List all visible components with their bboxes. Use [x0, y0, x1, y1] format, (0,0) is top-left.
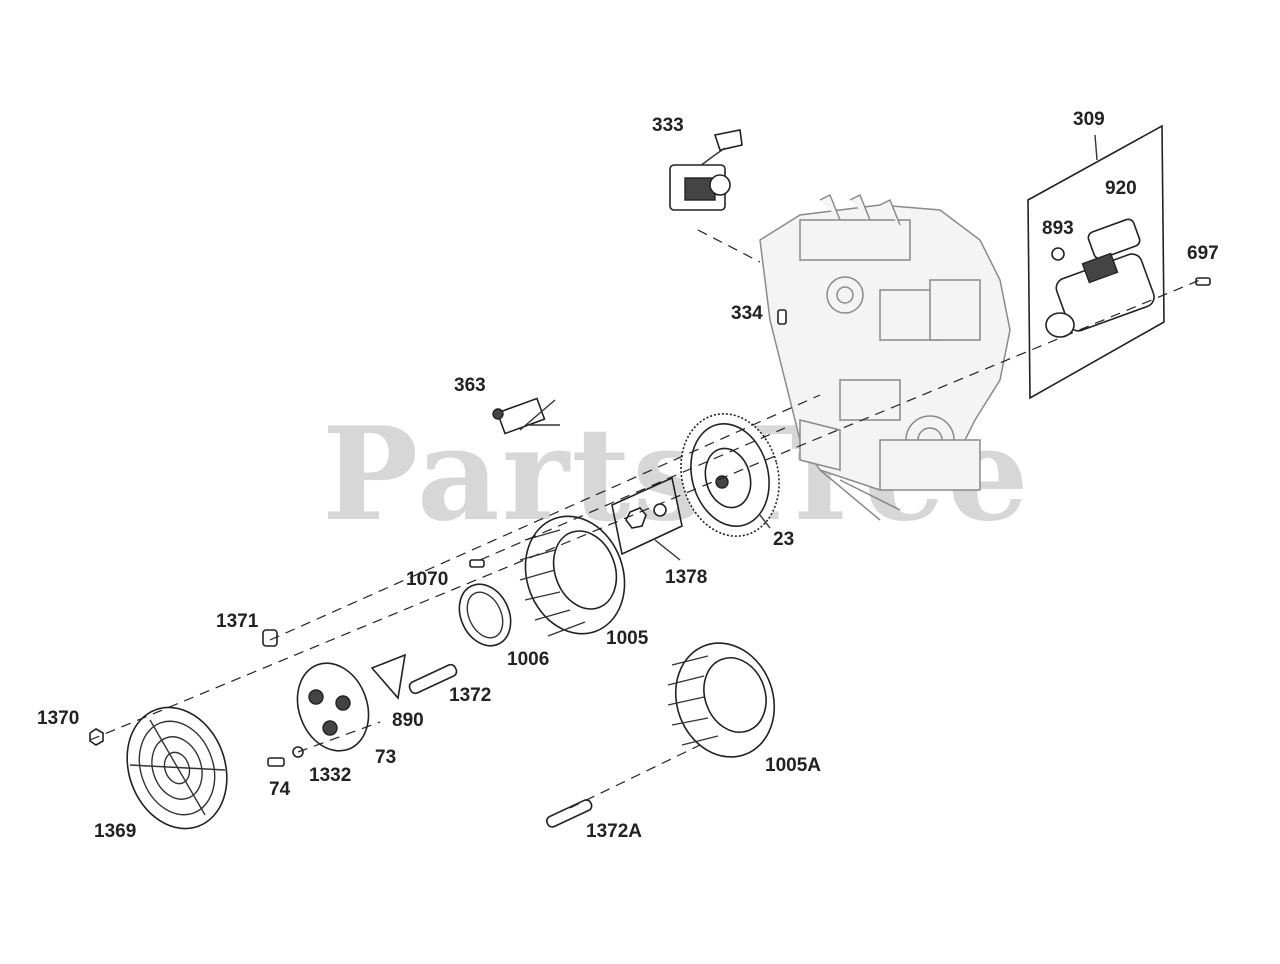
callout-893: 893 [1042, 218, 1074, 239]
disc-icon [296, 662, 370, 752]
callout-74: 74 [269, 779, 291, 800]
spacer-icon [262, 629, 278, 647]
bolt-icon [469, 559, 485, 568]
starter-motor-icon [1027, 124, 1165, 400]
callout-1332: 1332 [309, 765, 352, 786]
bolt-697-icon [1195, 277, 1211, 286]
fan-alt-icon [667, 642, 776, 758]
plate-icon [370, 653, 407, 700]
callout-73: 73 [375, 747, 397, 768]
grille-icon [126, 706, 228, 830]
callout-23: 23 [773, 529, 795, 550]
ignition-coil-icon [669, 129, 743, 211]
callout-363: 363 [454, 375, 486, 396]
callout-1372A: 1372A [586, 821, 642, 842]
callout-309: 309 [1073, 109, 1105, 130]
callout-1006: 1006 [507, 649, 550, 670]
callout-1005A: 1005A [765, 755, 821, 776]
pin-icon [408, 663, 458, 695]
nut-washer-icon [611, 476, 683, 556]
pin-alt-icon [545, 799, 593, 828]
callout-334: 334 [731, 303, 763, 324]
callout-1370: 1370 [37, 708, 80, 729]
callout-697: 697 [1187, 243, 1219, 264]
engine-block-icon [759, 193, 1011, 521]
callout-1371: 1371 [216, 611, 259, 632]
callout-1372: 1372 [449, 685, 492, 706]
bracket-icon [492, 397, 560, 435]
flywheel-icon [680, 413, 780, 537]
fan-icon [519, 515, 626, 637]
callout-1005: 1005 [606, 628, 649, 649]
callout-1070: 1070 [406, 569, 449, 590]
screw-334-icon [777, 309, 787, 325]
screw-icon [267, 757, 285, 767]
gasket-icon [458, 583, 512, 647]
callout-920: 920 [1105, 178, 1137, 199]
callout-1378: 1378 [665, 567, 708, 588]
callout-890: 890 [392, 710, 424, 731]
callout-333: 333 [652, 115, 684, 136]
callout-1369: 1369 [94, 821, 137, 842]
